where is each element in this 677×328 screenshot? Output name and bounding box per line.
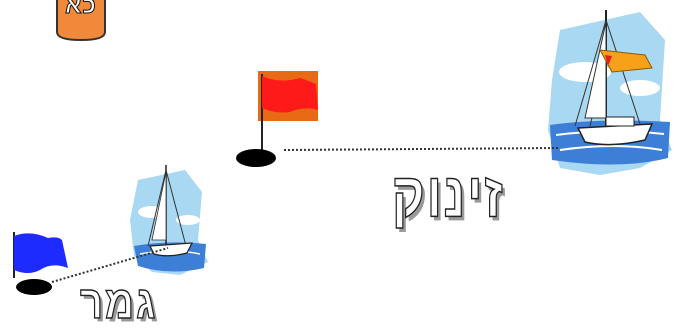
- finish-label: גמר: [79, 277, 158, 328]
- finish-line: [51, 247, 169, 283]
- start-line: [283, 147, 561, 151]
- blue-flag-icon: [14, 233, 68, 273]
- slide-number-badge: [56, 0, 106, 42]
- sailing-race-diagram: [13, 10, 672, 295]
- large-sailboat-icon: [548, 10, 672, 175]
- finish-flag-group: [13, 232, 68, 295]
- start-label: זינוק: [391, 160, 505, 231]
- small-sailboat-icon: [130, 165, 208, 275]
- start-buoy-icon: [236, 149, 276, 167]
- slide-number-label: כא: [65, 0, 97, 20]
- finish-buoy-icon: [16, 279, 52, 295]
- start-flag-group: [236, 71, 318, 167]
- red-flag-icon: [262, 76, 318, 113]
